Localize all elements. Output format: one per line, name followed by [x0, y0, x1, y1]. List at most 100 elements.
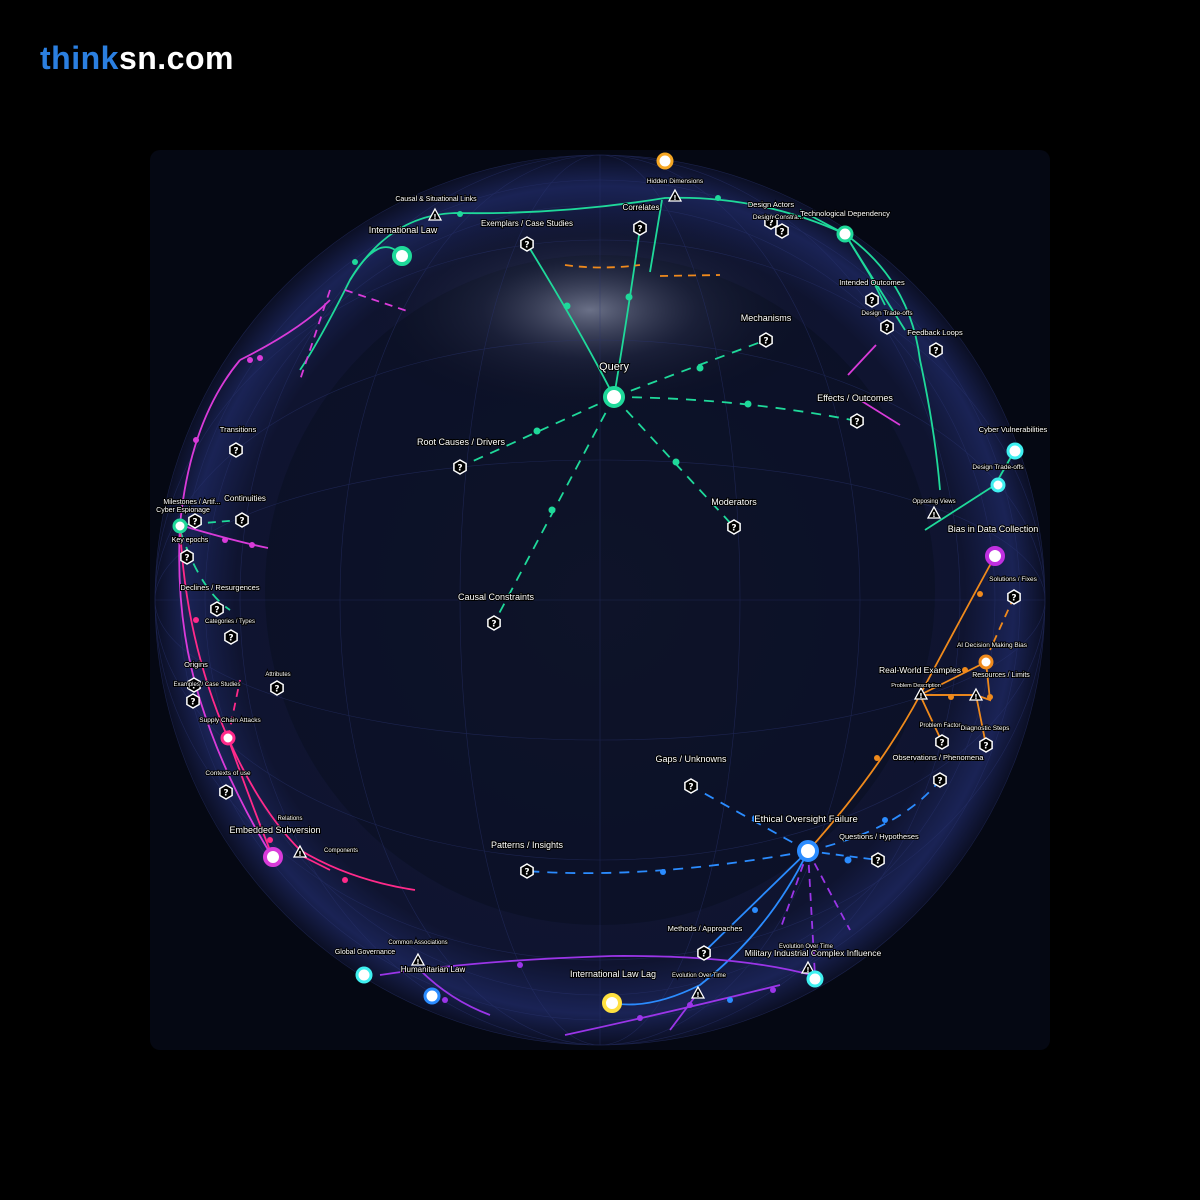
- gaps-question-node[interactable]: ?: [684, 778, 698, 794]
- intl-law-lag-label: International Law Lag: [570, 969, 656, 979]
- supply-chain-node[interactable]: [220, 730, 236, 746]
- categories-question-node[interactable]: ?: [224, 629, 238, 645]
- attributes-question-node[interactable]: ?: [270, 680, 284, 696]
- transitions-question-node[interactable]: ?: [229, 442, 243, 458]
- problem-factor-question-node[interactable]: ?: [935, 734, 949, 750]
- design-actors-label: Design Actors: [748, 200, 795, 209]
- question-nodes[interactable]: ??????????????????????????????: [180, 214, 1021, 961]
- declines-question-node[interactable]: ?: [210, 601, 224, 617]
- components-warning-icon[interactable]: !: [292, 844, 308, 858]
- opposing-warning-icon[interactable]: !: [926, 505, 942, 519]
- real-world-label: Real-World Examples: [879, 665, 961, 675]
- feedback-label: Feedback Loops: [907, 328, 963, 337]
- root-causes-question-node[interactable]: ?: [453, 459, 467, 475]
- common-assoc-warning-icon[interactable]: !: [410, 952, 426, 966]
- examples-cases-question-node[interactable]: ?: [186, 693, 200, 709]
- relations-label: Relations: [277, 816, 302, 822]
- supply-chain-label: Supply Chain Attacks: [199, 717, 261, 724]
- technological-dependency-node[interactable]: [836, 225, 854, 243]
- causal-links-warning-icon[interactable]: !: [427, 207, 443, 221]
- resources-node[interactable]: [978, 654, 994, 670]
- questions-question-node[interactable]: ?: [871, 852, 885, 868]
- svg-text:!: !: [696, 991, 699, 999]
- design-tradeoffs-node[interactable]: [990, 477, 1006, 493]
- sphere-highlight: [350, 200, 830, 420]
- hidden-dimensions-node[interactable]: [656, 152, 674, 170]
- moderators-question-node[interactable]: ?: [727, 519, 741, 535]
- resources-warning-icon[interactable]: !: [968, 687, 984, 701]
- international-law-label: International Law: [369, 225, 438, 235]
- international-law-node[interactable]: [392, 246, 412, 266]
- evolution-warning-icon[interactable]: !: [690, 985, 706, 999]
- global-governance-node[interactable]: [355, 966, 373, 984]
- intended-question-node[interactable]: ?: [865, 292, 879, 308]
- effects-question-node[interactable]: ?: [850, 413, 864, 429]
- milestones-question-node[interactable]: ?: [188, 513, 202, 529]
- contexts-question-node[interactable]: ?: [219, 784, 233, 800]
- military-node[interactable]: [806, 970, 824, 988]
- key-epochs-question-node[interactable]: ?: [180, 549, 194, 565]
- feedback-question-node[interactable]: ?: [929, 342, 943, 358]
- hidden-dims-warning-icon[interactable]: !: [667, 188, 683, 202]
- solutions-question-node[interactable]: ?: [1007, 589, 1021, 605]
- problem-desc-warning-icon[interactable]: !: [913, 686, 929, 700]
- hexagon-icon: [764, 214, 778, 230]
- brand-part-2: sn.com: [118, 40, 234, 76]
- causal-constraints-question-node[interactable]: ?: [487, 615, 501, 631]
- questions-label: Questions / Hypotheses: [839, 832, 919, 841]
- question-mark-icon: ?: [214, 606, 219, 616]
- observations-question-node[interactable]: ?: [933, 772, 947, 788]
- exemplars-question-node[interactable]: ?: [520, 236, 534, 252]
- hexagon-icon: [865, 292, 879, 308]
- humanitarian-label: Humanitarian Law: [401, 965, 466, 974]
- embedded-subversion-node[interactable]: [263, 847, 283, 867]
- correlates-question-node[interactable]: ?: [633, 220, 647, 236]
- question-mark-icon: ?: [937, 777, 942, 787]
- patterns-label: Patterns / Insights: [491, 840, 564, 850]
- hexagon-icon: [187, 677, 201, 693]
- svg-text:!: !: [416, 958, 419, 966]
- query-label: Query: [599, 361, 629, 373]
- patterns-question-node[interactable]: ?: [520, 863, 534, 879]
- design-constraints-question-node[interactable]: ?: [775, 223, 789, 239]
- question-mark-icon: ?: [239, 517, 244, 527]
- continuities-question-node[interactable]: ?: [235, 512, 249, 528]
- origins-question-node[interactable]: ?: [187, 677, 201, 693]
- question-mark-icon: ?: [983, 742, 988, 752]
- ethical-oversight-node[interactable]: [797, 840, 819, 862]
- problem-desc-label: Problem Description: [891, 683, 941, 689]
- contexts-label: Contexts of use: [205, 770, 251, 777]
- evolution2-warning-icon[interactable]: !: [800, 960, 816, 974]
- design-actors-question-node[interactable]: ?: [764, 214, 778, 230]
- cyber-vulnerabilities-node[interactable]: [1006, 442, 1024, 460]
- evolution-label: Evolution Over Time: [672, 973, 727, 979]
- bias-node[interactable]: [985, 546, 1005, 566]
- question-mark-icon: ?: [228, 634, 233, 644]
- hexagon-icon: [180, 549, 194, 565]
- components-label: Components: [324, 848, 358, 854]
- hexagon-icon: [684, 778, 698, 794]
- evolution2-label: Evolution Over Time: [779, 944, 834, 950]
- hexagon-icon: [1007, 589, 1021, 605]
- question-mark-icon: ?: [191, 682, 196, 692]
- intl-law-lag-node[interactable]: [602, 993, 622, 1013]
- purple-edges: [379, 850, 851, 1036]
- design-tradeoffs-question-node[interactable]: ?: [880, 319, 894, 335]
- question-mark-icon: ?: [1011, 594, 1016, 604]
- humanitarian-law-node[interactable]: [423, 987, 441, 1005]
- hub-nodes: [172, 152, 1024, 1013]
- hexagon-icon: [224, 629, 238, 645]
- hexagon-icon: [929, 342, 943, 358]
- cyber-espionage-node[interactable]: [172, 518, 188, 534]
- query-node[interactable]: [603, 386, 625, 408]
- diagnostic-question-node[interactable]: ?: [979, 737, 993, 753]
- observations-label: Observations / Phenomena: [893, 753, 985, 762]
- svg-text:!: !: [974, 693, 977, 701]
- warning-nodes[interactable]: !!!!!!!!!: [292, 188, 984, 999]
- mechanisms-question-node[interactable]: ?: [759, 332, 773, 348]
- methods-question-node[interactable]: ?: [697, 945, 711, 961]
- key-epochs-label: Key epochs: [172, 537, 209, 544]
- ethical-oversight-label: Ethical Oversight Failure: [754, 814, 857, 825]
- svg-text:!: !: [298, 850, 301, 858]
